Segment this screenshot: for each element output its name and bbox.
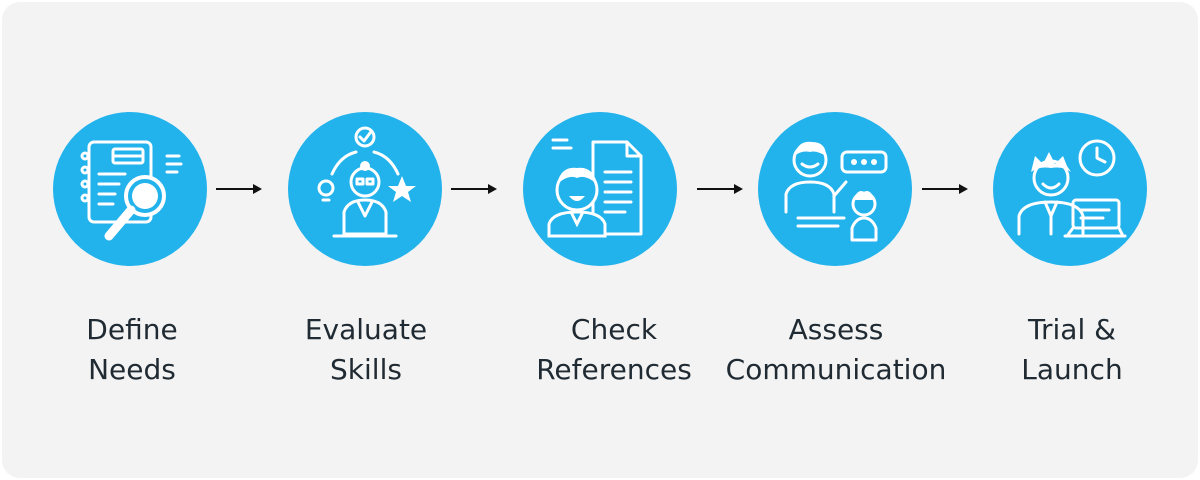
arrow-4 bbox=[922, 182, 968, 196]
step-3-circle bbox=[523, 112, 677, 266]
arrow-1 bbox=[216, 182, 262, 196]
step-2-label-line1: Evaluate bbox=[304, 313, 428, 346]
evaluator-person-icon bbox=[317, 126, 416, 238]
step-4-circle bbox=[758, 112, 912, 266]
step-4-label: Assess Communication bbox=[716, 310, 956, 390]
step-5-circle bbox=[993, 112, 1147, 266]
step-5-label: Trial & Launch bbox=[952, 310, 1192, 390]
step-1-label-line1: Define bbox=[86, 313, 178, 346]
arrow-2 bbox=[451, 182, 497, 196]
step-1-label: Define Needs bbox=[12, 310, 252, 390]
person-documents-icon bbox=[547, 138, 643, 238]
step-3-label: Check References bbox=[494, 310, 734, 390]
step-5-label-line1: Trial & bbox=[1028, 313, 1116, 346]
person-laptop-clock-icon bbox=[1017, 139, 1127, 238]
step-1-circle bbox=[53, 112, 207, 266]
step-2-label: Evaluate Skills bbox=[246, 310, 486, 390]
step-3-label-line2: References bbox=[536, 353, 692, 386]
conversation-people-icon bbox=[784, 141, 888, 242]
step-1-label-line2: Needs bbox=[88, 353, 176, 386]
arrow-3 bbox=[697, 182, 743, 196]
step-4-label-line1: Assess bbox=[788, 313, 884, 346]
step-3-label-line1: Check bbox=[570, 313, 658, 346]
step-4-label-line2: Communication bbox=[725, 353, 947, 386]
step-2-circle bbox=[288, 112, 442, 266]
step-2-label-line2: Skills bbox=[330, 353, 402, 386]
notebook-magnifier-icon bbox=[80, 140, 183, 241]
step-5-label-line2: Launch bbox=[1021, 353, 1123, 386]
